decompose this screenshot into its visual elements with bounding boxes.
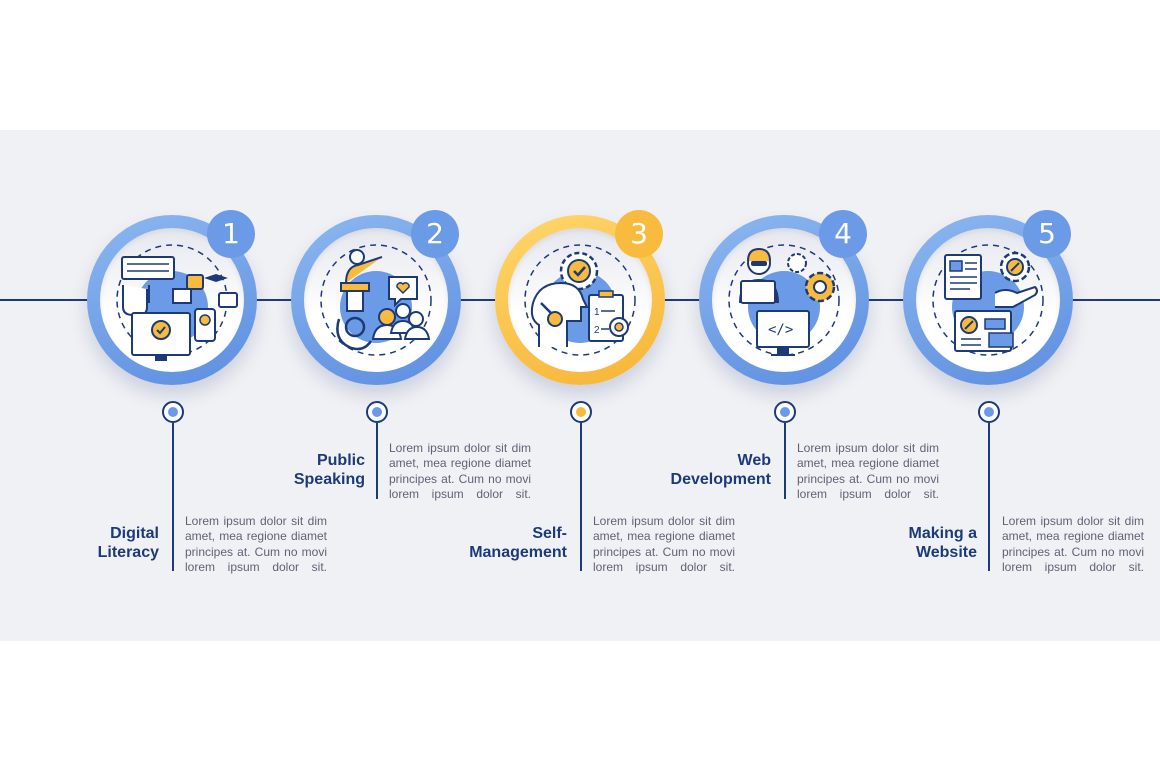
step-4-number-badge: 4 bbox=[819, 210, 867, 258]
step-4-node bbox=[774, 401, 796, 423]
svg-text:</>: </> bbox=[768, 322, 793, 338]
step-3-connector-line bbox=[580, 423, 582, 571]
step-5-node bbox=[978, 401, 1000, 423]
svg-text:2: 2 bbox=[594, 325, 600, 336]
step-3-node bbox=[570, 401, 592, 423]
step-2-description: Lorem ipsum dolor sit dim amet, mea regi… bbox=[389, 441, 531, 502]
step-3-title: Self-Management bbox=[469, 525, 567, 561]
step-3-number-badge: 3 bbox=[615, 210, 663, 258]
step-1-connector-line bbox=[172, 423, 174, 571]
step-2-node bbox=[366, 401, 388, 423]
self-management-icon: 1 2 bbox=[524, 244, 636, 356]
step-1-number-badge: 1 bbox=[207, 210, 255, 258]
step-2-connector-line bbox=[376, 423, 378, 499]
step-2-number-badge: 2 bbox=[411, 210, 459, 258]
web-development-icon: </> bbox=[728, 244, 840, 356]
step-1-node bbox=[162, 401, 184, 423]
making-website-icon bbox=[932, 244, 1044, 356]
step-1-description: Lorem ipsum dolor sit dim amet, mea regi… bbox=[185, 514, 327, 575]
step-5-connector-line bbox=[988, 423, 990, 571]
svg-text:1: 1 bbox=[594, 307, 600, 318]
step-4-connector-line bbox=[784, 423, 786, 499]
public-speaking-icon bbox=[320, 244, 432, 356]
step-5-description: Lorem ipsum dolor sit dim amet, mea regi… bbox=[1002, 514, 1144, 575]
digital-literacy-icon bbox=[116, 244, 238, 361]
step-3-description: Lorem ipsum dolor sit dim amet, mea regi… bbox=[593, 514, 735, 575]
step-4-description: Lorem ipsum dolor sit dim amet, mea regi… bbox=[797, 441, 939, 502]
step-5-number-badge: 5 bbox=[1023, 210, 1071, 258]
